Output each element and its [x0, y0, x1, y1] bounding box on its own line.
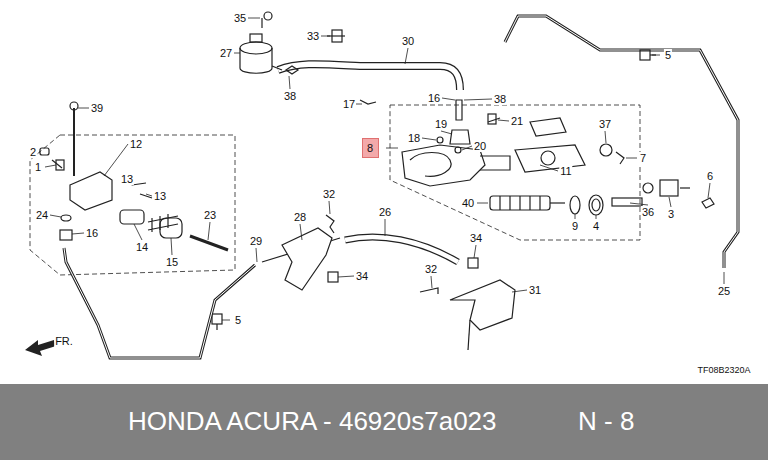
callout-number: 13 — [120, 173, 134, 185]
caption-band: HONDA ACURA - 46920s7a023 N - 8 — [0, 384, 768, 460]
callout-number: 33 — [306, 30, 320, 42]
callout-number: 16 — [85, 227, 99, 239]
callout-number: 1 — [34, 161, 42, 173]
callout-number: 17 — [342, 98, 356, 110]
callout-number: 27 — [219, 47, 233, 59]
callout-number: 26 — [378, 206, 392, 218]
callout-number: 8 — [367, 142, 373, 154]
callout-number: 38 — [493, 93, 507, 105]
callout-number: 24 — [35, 209, 49, 221]
callout-box: 8 — [362, 138, 379, 158]
callout-number: 34 — [355, 270, 369, 282]
part-number-text: HONDA ACURA - 46920s7a023 — [128, 406, 497, 436]
callout-number: 25 — [717, 285, 731, 297]
callout-number: 28 — [293, 211, 307, 223]
callout-number: 23 — [203, 209, 217, 221]
callout-number: 13 — [153, 190, 167, 202]
callout-number: 16 — [427, 92, 441, 104]
callout-number: 32 — [322, 188, 336, 200]
callout-number: 7 — [639, 152, 647, 164]
callout-number: 38 — [283, 90, 297, 102]
callout-number: 3 — [667, 208, 675, 220]
callout-number: 40 — [461, 197, 475, 209]
callout-number: 39 — [90, 102, 104, 114]
callout-number: 35 — [233, 12, 247, 24]
callout-number: 18 — [407, 132, 421, 144]
callout-number: 6 — [706, 170, 714, 182]
callout-number: 12 — [129, 138, 143, 150]
callout-number: 14 — [135, 241, 149, 253]
callout-number: 36 — [641, 206, 655, 218]
callout-number: 37 — [598, 118, 612, 130]
callout-number: 29 — [249, 235, 263, 247]
callout-number: 9 — [571, 220, 579, 232]
callout-number: 19 — [434, 118, 448, 130]
callout-number: 2 — [29, 146, 37, 158]
callout-number: 32 — [424, 263, 438, 275]
note-text: FR. — [54, 335, 74, 347]
callout-number: 4 — [592, 220, 600, 232]
part-number-text: N - 8 — [578, 406, 634, 436]
callout-number: 31 — [528, 284, 542, 296]
callout-number: 15 — [165, 256, 179, 268]
note-text: TF08B2320A — [696, 364, 751, 376]
callout-number: 20 — [473, 140, 487, 152]
callout-number: 30 — [401, 35, 415, 47]
callout-number: 5 — [664, 49, 672, 61]
callout-number: 21 — [510, 115, 524, 127]
callout-number: 34 — [469, 232, 483, 244]
callout-number: 5 — [234, 314, 242, 326]
callout-number: 11 — [559, 165, 572, 177]
